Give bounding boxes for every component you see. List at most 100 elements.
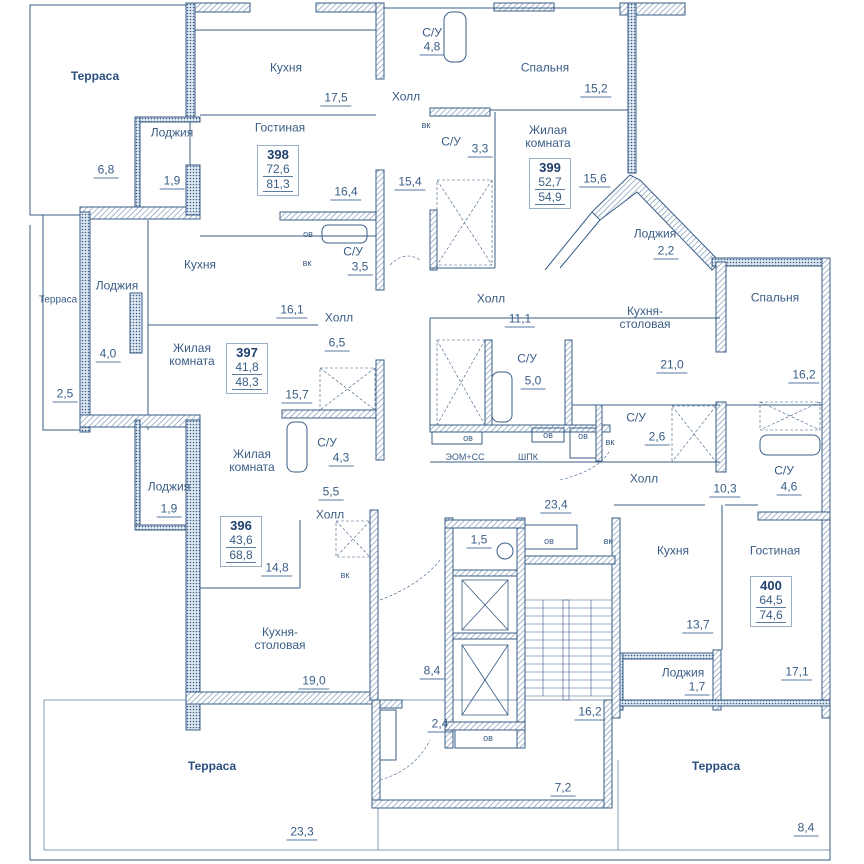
terrace-label-400: Терраса xyxy=(691,759,741,773)
label-ov: ов xyxy=(578,431,588,441)
area-living-400: 17,1 xyxy=(781,665,813,681)
room-hall-397: Холл xyxy=(324,310,354,325)
room-loggia-399: Лоджия xyxy=(633,226,677,241)
area-entry: 7,2 xyxy=(550,781,576,797)
unit-box-397[interactable]: 397 41,8 48,3 xyxy=(226,343,268,394)
room-kitchen-398: Кухня xyxy=(269,60,303,75)
terrace-area-400: 8,4 xyxy=(793,821,819,837)
room-living-400: Гостиная xyxy=(749,543,801,558)
terrace-label-396: Терраса xyxy=(187,759,237,773)
area-common-hall: 23,4 xyxy=(540,498,572,514)
room-bedroom-398: Спальня xyxy=(520,60,570,75)
unit-total-area: 74,6 xyxy=(756,608,786,623)
area-kitchen-398: 17,5 xyxy=(320,91,352,107)
label-vk: вк xyxy=(421,120,431,130)
label-vk: вк xyxy=(605,437,615,447)
room-loggia-397: Лоджия xyxy=(95,278,139,293)
label-shpk: ШПК xyxy=(518,452,538,462)
area-bath-396: 4,3 xyxy=(328,451,354,467)
room-bath2-399: С/У xyxy=(517,351,537,366)
area-kitchen-400: 13,7 xyxy=(682,618,714,634)
area-living-399: 15,6 xyxy=(579,172,611,188)
room-kitchen-396: Кухня-столовая xyxy=(254,625,306,652)
area-bath1-400: 2,6 xyxy=(644,430,670,446)
unit-number: 399 xyxy=(539,160,561,175)
area-loggia-398: 1,9 xyxy=(159,174,185,190)
unit-box-399[interactable]: 399 52,7 54,9 xyxy=(529,158,571,209)
room-bath1-399: С/У xyxy=(441,134,461,149)
unit-living-area: 43,6 xyxy=(226,533,256,548)
terrace-area-398: 6,8 xyxy=(93,163,119,179)
area-lift-hall: 8,4 xyxy=(419,664,445,680)
room-kitchen-399: Кухня-столовая xyxy=(619,304,671,331)
area-bath2-400: 4,6 xyxy=(776,480,802,496)
area-loggia-400: 1,7 xyxy=(684,680,710,696)
area-stair: 16,2 xyxy=(574,705,606,721)
area-hall-399: 11,1 xyxy=(504,312,536,328)
area-bath2-399: 5,0 xyxy=(520,374,546,390)
unit-box-396[interactable]: 396 43,6 68,8 xyxy=(220,516,262,567)
area-hall-397: 6,5 xyxy=(324,336,350,352)
room-living-399: Жилая комната xyxy=(525,123,571,150)
label-ov: ов xyxy=(483,733,493,743)
room-bath2-400: С/У xyxy=(774,463,794,478)
room-bath-398: С/У xyxy=(422,25,442,40)
room-kitchen-400: Кухня xyxy=(656,543,690,558)
unit-total-area: 68,8 xyxy=(226,548,256,563)
room-hall-400: Холл xyxy=(629,471,659,486)
room-loggia-400: Лоджия xyxy=(661,665,705,680)
area-living-398: 16,4 xyxy=(330,185,362,201)
terrace-area-396: 23,3 xyxy=(286,825,318,841)
area-bath-397: 3,5 xyxy=(347,260,373,276)
label-ov: ов xyxy=(463,433,473,443)
unit-living-area: 72,6 xyxy=(263,162,293,177)
area-bath-398: 4,8 xyxy=(419,40,445,56)
unit-total-area: 54,9 xyxy=(535,190,565,205)
unit-number: 400 xyxy=(760,578,782,593)
unit-number: 396 xyxy=(230,518,252,533)
area-kitchen-399: 21,0 xyxy=(656,358,688,374)
room-bedroom-400: Спальня xyxy=(750,290,800,305)
room-living-396: Жилая комната xyxy=(229,447,275,474)
area-loggia-399: 2,2 xyxy=(653,244,679,260)
label-eom-cc: ЭОМ+СС xyxy=(445,452,485,462)
label-ov: ов xyxy=(303,229,313,239)
room-bath-396: С/У xyxy=(317,435,337,450)
room-living-398: Гостиная xyxy=(254,120,306,135)
unit-total-area: 81,3 xyxy=(263,177,293,192)
terrace-label-397: Терраса xyxy=(38,294,78,306)
area-living-396: 14,8 xyxy=(261,561,293,577)
area-vestibule: 2,4 xyxy=(427,717,453,733)
area-bath1-399: 3,3 xyxy=(467,142,493,158)
area-loggia-397: 4,0 xyxy=(95,347,121,363)
label-ov: ов xyxy=(544,536,554,546)
area-bedroom-400: 16,2 xyxy=(788,368,820,384)
unit-box-398[interactable]: 398 72,6 81,3 xyxy=(257,145,299,196)
unit-living-area: 41,8 xyxy=(232,360,262,375)
area-living-397: 15,7 xyxy=(281,388,313,404)
area-hall-396: 5,5 xyxy=(318,485,344,501)
room-bath-397: С/У xyxy=(343,244,363,259)
unit-living-area: 52,7 xyxy=(535,175,565,190)
label-ov: ов xyxy=(543,430,553,440)
area-kitchen-396: 19,0 xyxy=(298,674,330,690)
room-hall-398: Холл xyxy=(391,89,421,104)
label-vk: вк xyxy=(603,536,613,546)
terrace-label-398: Терраса xyxy=(70,69,120,83)
area-storage: 1,5 xyxy=(466,533,492,549)
room-kitchen-397: Кухня xyxy=(183,257,217,272)
area-kitchen-397: 16,1 xyxy=(276,303,308,319)
unit-box-400[interactable]: 400 64,5 74,6 xyxy=(750,576,792,627)
label-vk: вк xyxy=(302,258,312,268)
room-bath1-400: С/У xyxy=(626,410,646,425)
unit-number: 398 xyxy=(267,147,289,162)
unit-total-area: 48,3 xyxy=(232,375,262,390)
terrace-area-397: 2,5 xyxy=(52,387,78,403)
area-bedroom-398: 15,2 xyxy=(580,82,612,98)
area-hall-400: 10,3 xyxy=(709,482,741,498)
room-loggia-396: Лоджия xyxy=(147,479,191,494)
room-hall-399: Холл xyxy=(476,291,506,306)
area-loggia-396: 1,9 xyxy=(156,502,182,518)
unit-number: 397 xyxy=(236,345,258,360)
